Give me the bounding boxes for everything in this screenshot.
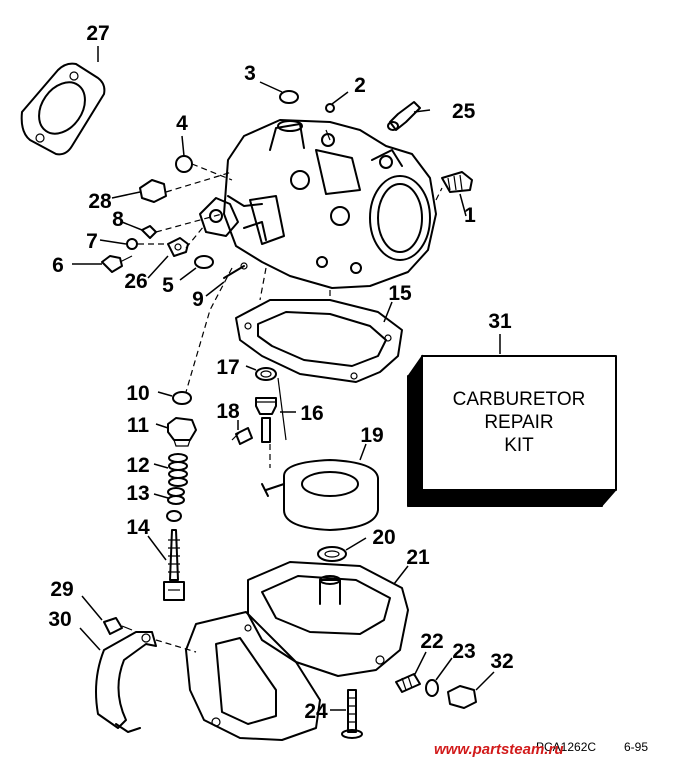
callout-5: 5 (162, 274, 174, 297)
callout-4: 4 (176, 112, 188, 135)
watermark: www.partsteam.ru (434, 741, 563, 758)
callout-29: 29 (50, 578, 73, 601)
kit-label-line1: CARBURETOR (453, 389, 586, 410)
callout-6: 6 (52, 254, 64, 277)
callout-14: 14 (126, 516, 150, 539)
part-16-needle-seat (255, 397, 277, 443)
callout-11: 11 (127, 414, 150, 437)
part-2-ball (325, 103, 335, 113)
callout-32: 32 (490, 650, 513, 673)
part-15-gasket (235, 299, 403, 383)
part-1-screw (435, 171, 473, 201)
callout-19: 19 (360, 424, 383, 447)
callout-26: 26 (124, 270, 147, 293)
part-4-ball (175, 155, 193, 173)
callout-30: 30 (48, 608, 71, 631)
part-23-washer (425, 679, 439, 697)
part-3-plug (279, 90, 299, 104)
part-9-pin (223, 262, 248, 279)
callout-28: 28 (88, 190, 112, 213)
callout-22: 22 (420, 630, 443, 653)
part-10-washer (172, 391, 192, 405)
callout-18: 18 (216, 400, 240, 423)
callout-8: 8 (112, 208, 124, 231)
part-13-washer (166, 510, 182, 522)
part-11-plug (167, 417, 197, 447)
leader-lines (72, 46, 501, 711)
part-12-spring (168, 453, 188, 487)
part-17-seat-gasket (255, 367, 277, 381)
part-21-float-bowl (185, 561, 409, 741)
part-14-needle (163, 529, 185, 601)
part-13-spring (167, 487, 185, 505)
callout-31: 31 (488, 310, 512, 333)
part-29-screw (103, 617, 133, 635)
callout-21: 21 (406, 546, 430, 569)
callout-25: 25 (452, 100, 476, 123)
kit-label-line3: KIT (504, 435, 534, 456)
callout-16: 16 (300, 402, 323, 425)
kit-label-line2: REPAIR (484, 412, 553, 433)
callout-10: 10 (126, 382, 149, 405)
callout-7: 7 (86, 230, 98, 253)
callout-17: 17 (216, 356, 239, 379)
part-26-link (167, 237, 189, 257)
callout-2: 2 (354, 74, 366, 97)
callout-15: 15 (388, 282, 412, 305)
part-27-flange-gasket (20, 62, 106, 156)
part-22-screw (395, 673, 421, 693)
callout-13: 13 (126, 482, 149, 505)
part-18-clip (231, 427, 253, 445)
callout-12: 12 (126, 454, 149, 477)
part-8-washer (141, 225, 157, 239)
throttle-lever (199, 195, 267, 241)
part-24-screw (341, 689, 363, 739)
callout-3: 3 (244, 62, 256, 85)
repair-kit-box: CARBURETOR REPAIR KIT (406, 354, 618, 508)
part-30-bracket (95, 631, 157, 733)
part-7-washer (126, 238, 138, 250)
part-5-spring (194, 255, 214, 269)
callout-27: 27 (86, 22, 109, 45)
reference-code: PCA1262C (536, 740, 596, 754)
part-6-screw (101, 255, 133, 273)
callout-24: 24 (304, 700, 328, 723)
part-28-nut (139, 179, 167, 203)
part-25-fitting (387, 101, 421, 131)
part-32-drain-screw (447, 685, 477, 709)
part-19-float (261, 459, 379, 531)
part-20-washer (317, 546, 347, 562)
callout-23: 23 (452, 640, 475, 663)
date-code: 6-95 (624, 740, 648, 754)
callout-labels: 27 3 2 25 4 28 1 8 7 6 26 5 9 15 31 17 1… (48, 22, 513, 723)
carburetor-body (223, 119, 437, 289)
callout-1: 1 (464, 204, 476, 227)
callout-9: 9 (192, 288, 204, 311)
callout-20: 20 (372, 526, 395, 549)
